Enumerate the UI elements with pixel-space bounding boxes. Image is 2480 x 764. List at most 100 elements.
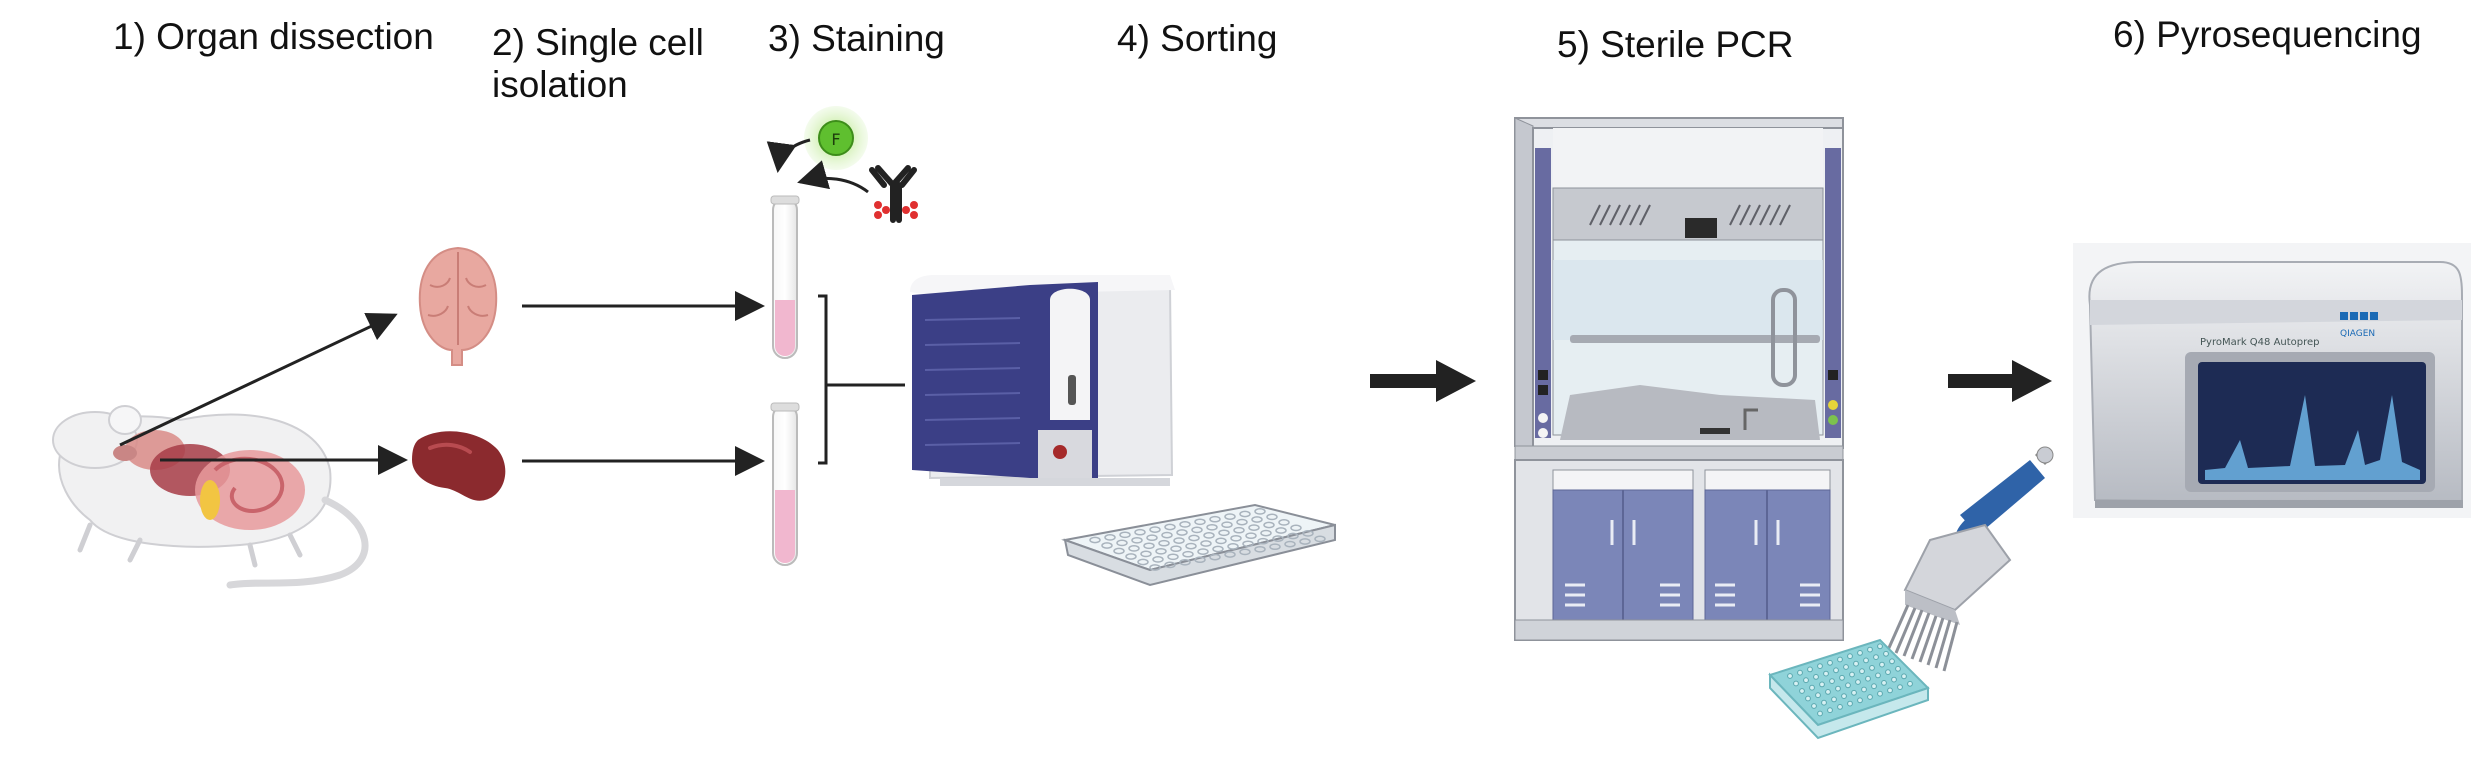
pcr-plate-well [1847,700,1853,707]
plate-well [1233,526,1245,534]
sequencer-brand-text: QIAGEN [2340,329,2375,339]
plate-well [1131,536,1143,544]
plate-well [1137,558,1149,566]
plate-well [1257,537,1269,545]
pcr-plate-well [1805,695,1811,702]
pcr-plate-well [1845,682,1851,689]
plate-well [1194,556,1206,564]
pcr-plate-well [1895,665,1901,672]
step-6-label: 6) Pyrosequencing [2113,14,2422,55]
plate-well [1125,553,1137,560]
pcr-plate-well [1861,686,1867,693]
plate-well [1224,513,1236,520]
pcr-plate-well [1827,707,1833,714]
pcr-plate-well [1821,699,1827,706]
pcr-plate-well [1871,683,1877,690]
plate-well [1158,539,1170,547]
plate-well [1209,515,1221,523]
plate-well [1260,529,1272,537]
step-1-label: 1) Organ dissection [113,16,434,57]
arrow-mouse-to-brain [119,312,398,447]
step-3-label: 3) Staining [768,18,945,59]
plate-well [1314,535,1326,543]
plate-well [1266,513,1278,521]
pcr-plate-well [1839,674,1845,681]
antibody-icon [869,165,918,223]
plate-well [1128,545,1140,552]
spleen-icon [412,431,506,501]
plate-well [1287,532,1299,540]
pcr-plate-well [1891,676,1897,683]
pcr-plate-well [1835,685,1841,692]
pcr-plate-well [1875,672,1881,679]
plate-well [1212,545,1224,553]
plate-well [1272,535,1284,542]
pcr-plate-well [1813,674,1819,680]
arrow-pcr-to-pyrosequencing [1948,360,2052,402]
pcr-plate-well [1855,679,1861,685]
plate-well [1206,523,1218,531]
plate-well [1230,534,1242,542]
fluorophore-icon: F [804,106,868,170]
plate-well [1263,521,1275,529]
plate-well [1227,543,1239,550]
multichannel-pipette-icon [1886,446,2054,672]
pcr-plate-well [1847,653,1853,660]
arrow-fluor-to-tube [766,138,811,173]
step-4-label: 4) Sorting [1117,18,1278,59]
plate-well [1224,551,1236,558]
plate-well [1119,531,1131,539]
plate-well [1143,542,1155,550]
pcr-plate-well [1817,663,1823,669]
pcr-plate-well [1877,690,1883,697]
arrow-sorting-to-pcr [1370,360,1476,402]
pcr-plate-well [1797,669,1803,676]
step-2-label: 2) Single cell [492,22,704,63]
pcr-plate-well [1825,689,1831,695]
pcr-plate-well [1833,667,1839,674]
plate-well [1188,534,1200,542]
well-plate-icon [1061,503,1336,587]
plate-well [1215,537,1227,545]
pcr-plate-well [1877,643,1883,650]
plate-well [1254,508,1266,515]
plate-well [1236,518,1248,526]
pcr-plate-well [1843,664,1849,670]
plate-well [1167,553,1179,561]
pcr-plate-well [1857,650,1863,656]
pcr-plate-well [1799,688,1805,694]
plate-well [1149,564,1161,571]
plate-well [1290,524,1302,532]
plate-well [1191,526,1203,534]
plate-well [1113,547,1125,555]
plate-well [1185,542,1197,550]
plate-well [1152,556,1164,563]
pcr-plate-well [1819,681,1825,688]
plate-well [1239,548,1251,556]
plate-well [1239,510,1251,518]
pcr-plate-well [1887,687,1893,694]
fluorophore-letter: F [831,130,840,149]
pcr-plate-well [1879,661,1885,668]
plate-well [1284,540,1296,548]
pcr-plate-well [1815,692,1821,699]
pcr-plate-well [1865,675,1871,682]
step-5-label: 5) Sterile PCR [1557,24,1794,65]
pcr-plate-well [1837,704,1843,710]
plate-well [1275,527,1287,534]
plate-well [1101,542,1113,549]
pcr-plate-well [1793,680,1799,687]
plate-well [1164,561,1176,569]
cell-sorter-icon [910,275,1175,486]
plate-well [1254,545,1266,553]
plate-well [1209,553,1221,561]
plate-well [1278,519,1290,526]
pcr-plate-well [1885,669,1891,675]
plate-well [1299,538,1311,545]
plate-well [1218,529,1230,537]
pcr-plate-well [1823,670,1829,677]
plate-well [1164,523,1176,531]
step-2-label-line2: isolation [492,64,628,105]
brain-icon [418,246,498,366]
